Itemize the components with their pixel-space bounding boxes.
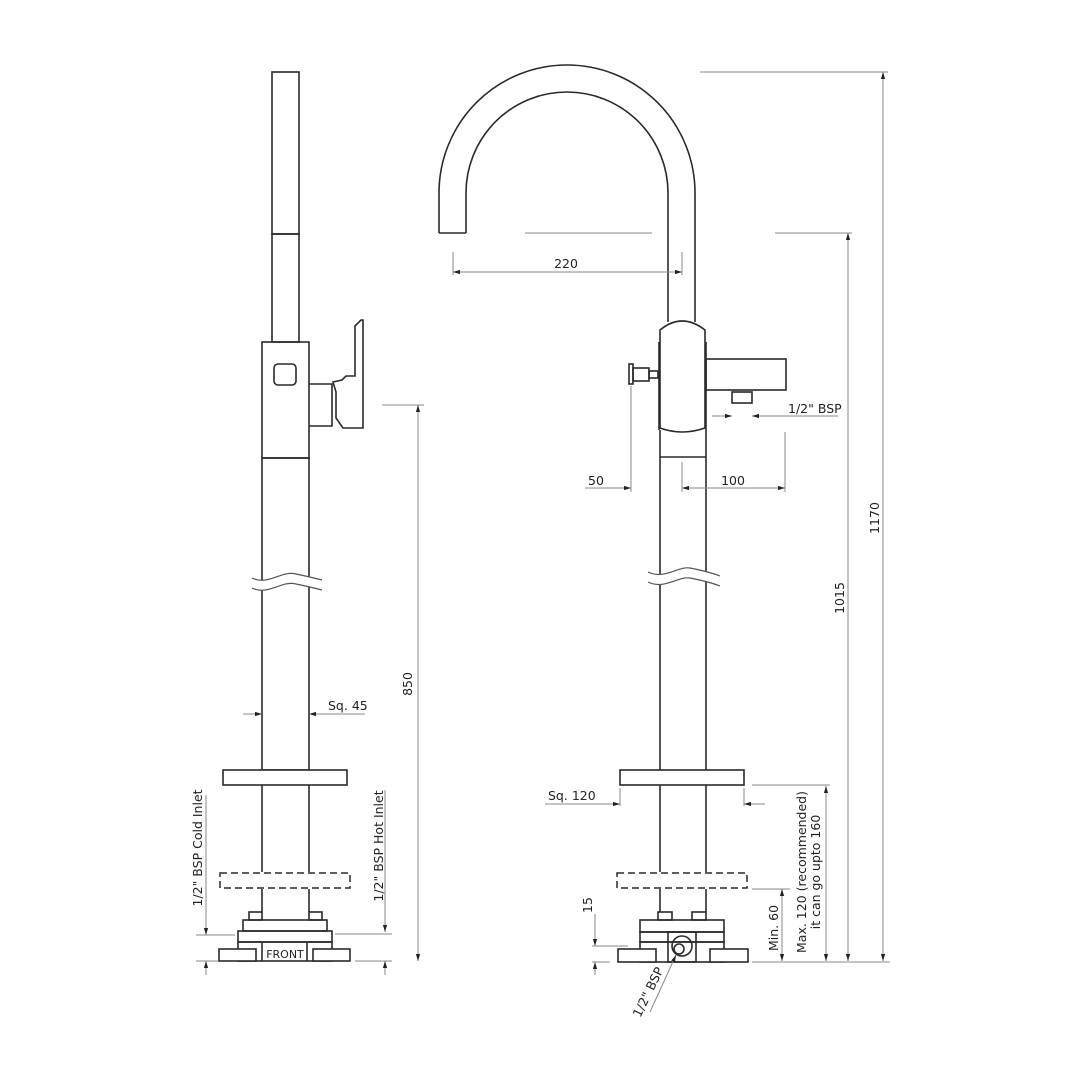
spout-upper bbox=[271, 71, 300, 235]
gooseneck-spout bbox=[438, 64, 696, 322]
flange-plate bbox=[222, 769, 348, 786]
shaft bbox=[261, 457, 310, 771]
flange-alt-position bbox=[219, 872, 351, 889]
spout-reach-label: 220 bbox=[554, 256, 578, 271]
flange-size-label: Sq. 120 bbox=[548, 788, 596, 803]
outlet-arm bbox=[705, 358, 787, 391]
front-view: 220 1/2" BSP 50 100 1015 1170 Sq. 120 bbox=[438, 64, 890, 1019]
shaft-width-label: Sq. 45 bbox=[328, 698, 368, 713]
base-height-label: 15 bbox=[580, 897, 595, 913]
front-flange-plate bbox=[619, 769, 745, 786]
outlet-reach-label: 100 bbox=[721, 473, 745, 488]
body-badge bbox=[273, 363, 297, 386]
outlet-bsp-label: 1/2" BSP bbox=[788, 401, 842, 416]
hot-inlet-label: 1/2" BSP Hot Inlet bbox=[371, 790, 386, 901]
front-flange-alt-position bbox=[616, 872, 748, 889]
inlet-port bbox=[671, 935, 693, 957]
front-mixer-body bbox=[659, 320, 706, 433]
max-height-label-1: Max. 120 (recommended) bbox=[794, 791, 809, 953]
overall-height-label: 1170 bbox=[867, 502, 882, 534]
min-height-label: Min. 60 bbox=[766, 905, 781, 951]
height-1015-label: 1015 bbox=[832, 582, 847, 614]
inlet-bsp-label: 1/2" BSP bbox=[629, 964, 666, 1019]
spout-lower bbox=[271, 233, 300, 343]
lever-handle bbox=[309, 383, 333, 427]
side-view: FRONT Sq. 45 850 1/2" BSP Cold Inlet 1/2… bbox=[190, 71, 424, 975]
height-850-label: 850 bbox=[400, 672, 415, 696]
max-height-label-2: it can go upto 160 bbox=[808, 815, 823, 930]
front-label: FRONT bbox=[266, 948, 304, 961]
cold-inlet-label: 1/2" BSP Cold Inlet bbox=[190, 789, 205, 906]
knob-offset-label: 50 bbox=[588, 473, 604, 488]
mixer-body bbox=[261, 341, 310, 459]
front-break-mark bbox=[647, 567, 721, 577]
outlet-nozzle bbox=[731, 391, 753, 404]
